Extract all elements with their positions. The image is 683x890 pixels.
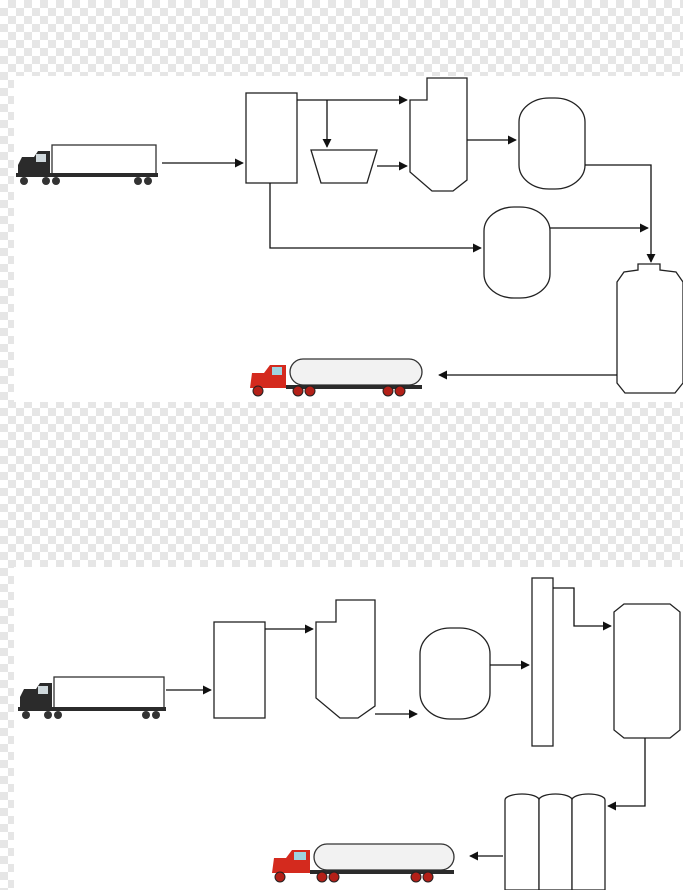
semi-truck-icon xyxy=(16,144,158,185)
rounded-vessel-unit xyxy=(419,627,491,720)
panel-bottom xyxy=(14,567,683,890)
storage-tank-unit xyxy=(613,603,681,739)
rect-unit xyxy=(213,621,266,719)
rounded-vessel-unit xyxy=(518,97,586,190)
flow-lines-bottom xyxy=(166,587,646,861)
panel-top xyxy=(14,76,683,402)
tanker-truck-icon xyxy=(250,358,423,397)
silo-cluster-unit xyxy=(504,793,606,890)
tanker-truck-icon xyxy=(272,843,455,883)
hopper-unit xyxy=(310,149,378,184)
step-tower-unit xyxy=(409,77,468,192)
storage-tank-unit xyxy=(616,263,683,394)
semi-truck-icon xyxy=(18,676,166,719)
rounded-vessel-unit xyxy=(483,206,551,299)
column-unit xyxy=(531,577,554,747)
rect-unit xyxy=(245,92,298,184)
step-tower-unit xyxy=(315,599,376,719)
flow-lines-top xyxy=(162,95,656,380)
